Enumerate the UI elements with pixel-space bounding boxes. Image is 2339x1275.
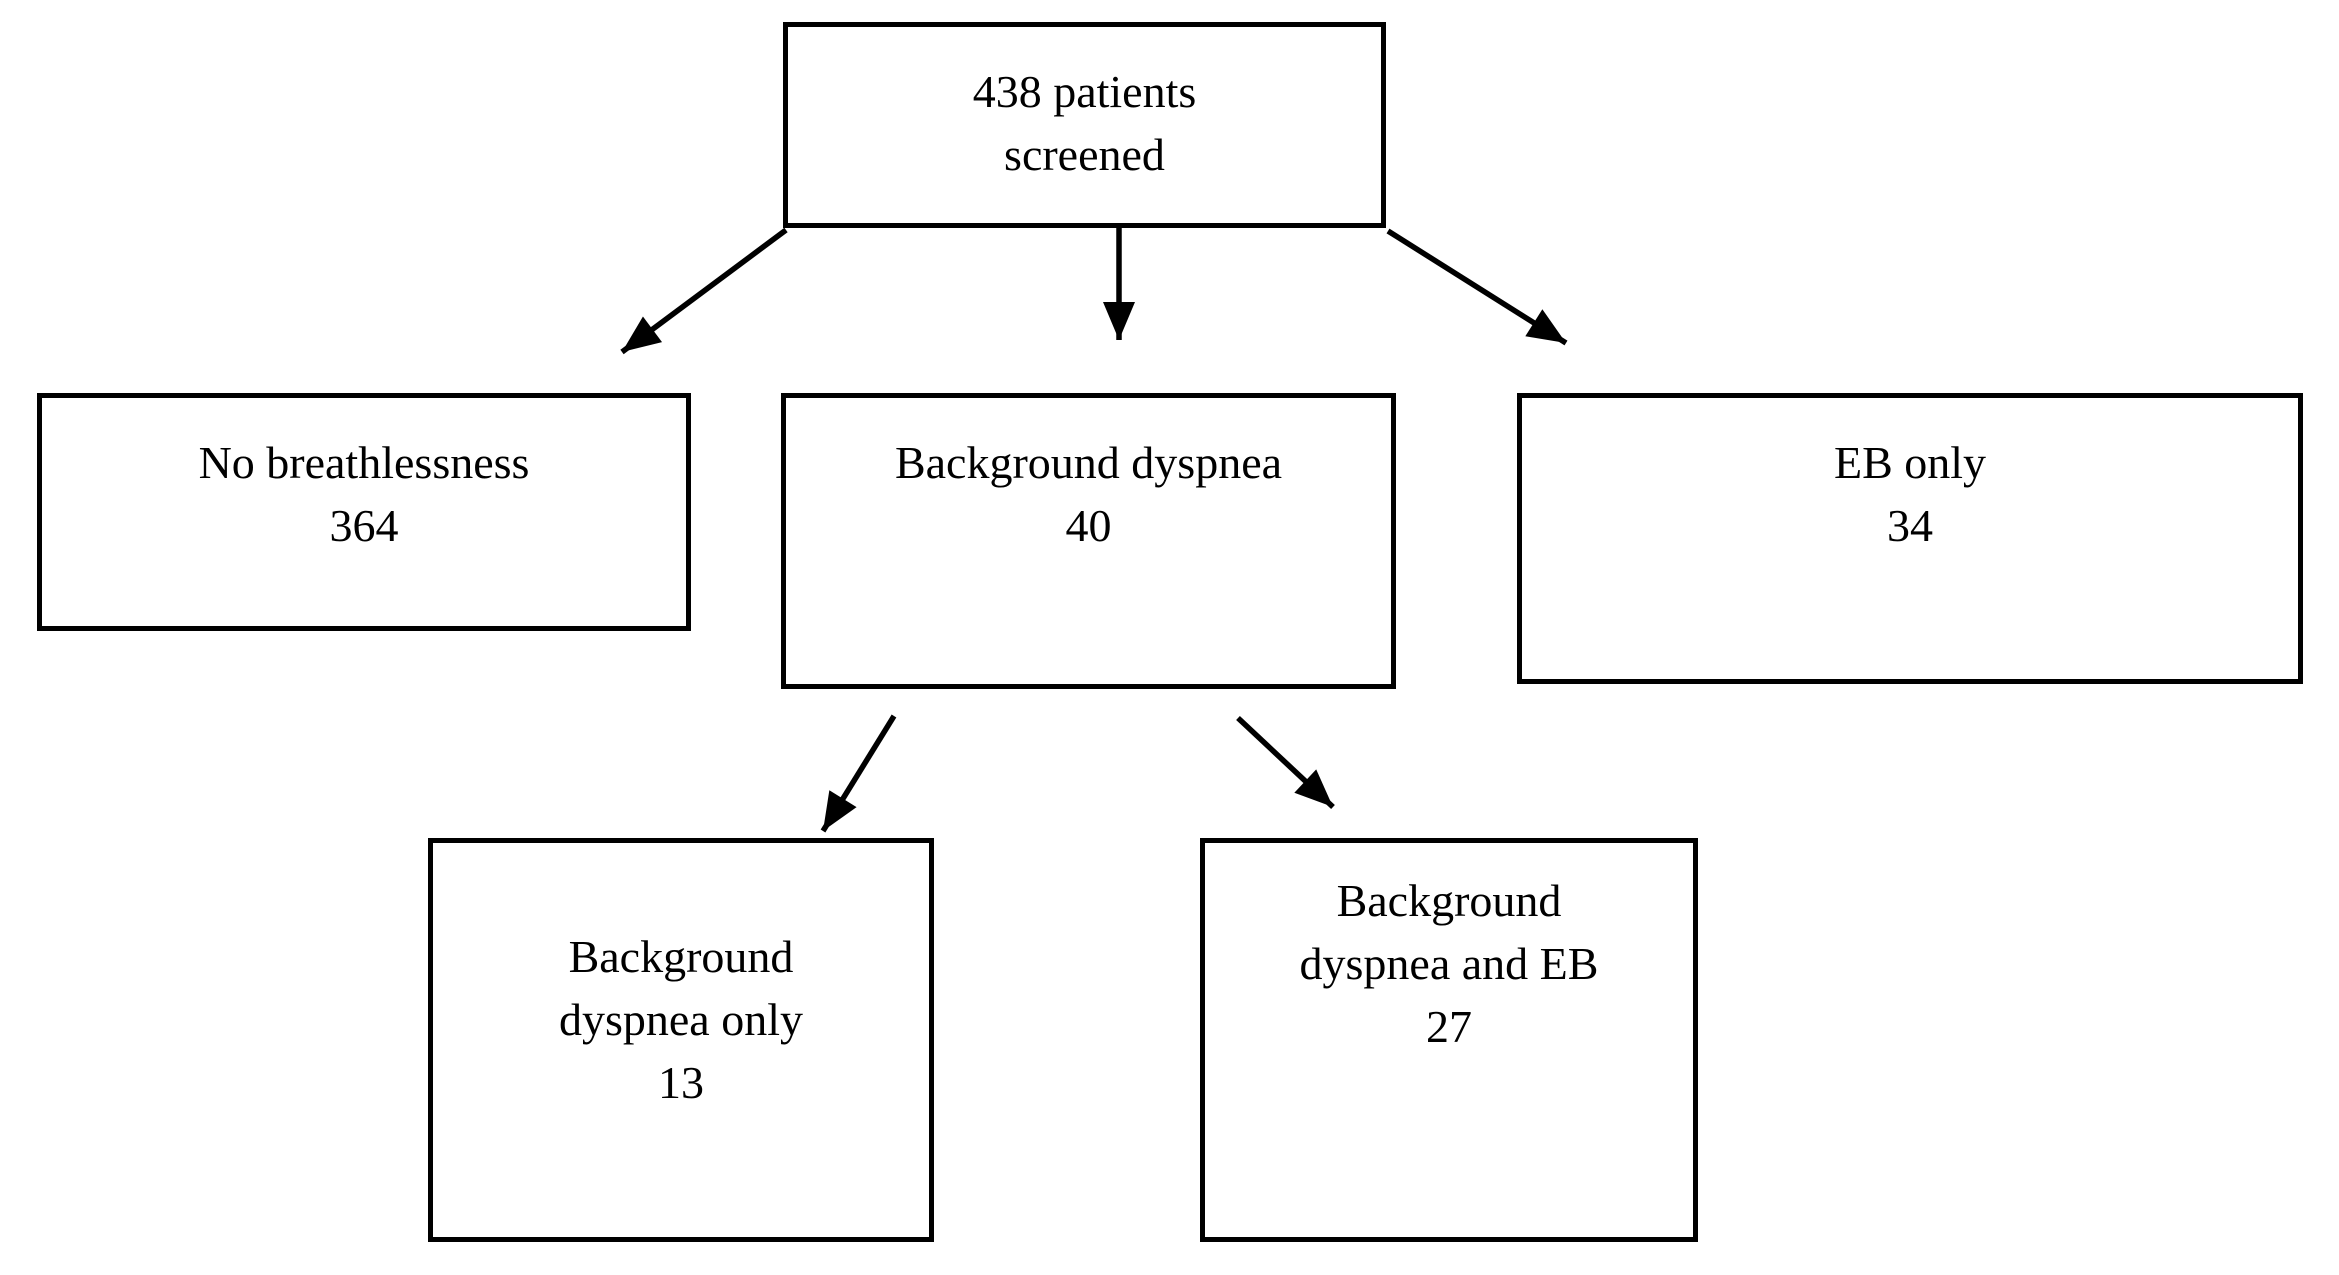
node-no-breathlessness-count: 364 [329,500,399,551]
node-background-dyspnea-and-eb-line-2: dyspnea and EB [1299,938,1599,989]
node-eb-only-label: EB only [1833,437,1987,488]
arrow-screened-to-no-breathlessness [620,227,788,355]
node-background-dyspnea-label: Background dyspnea [894,437,1283,488]
node-patients-screened-line-2: screened [1004,129,1165,180]
node-background-dyspnea-count: 40 [1065,500,1112,551]
arrow-background-dyspnea-to-background-dyspnea-only [820,714,897,833]
node-no-breathlessness: No breathlessness 364 [37,393,691,631]
node-background-dyspnea-only: Background dyspnea only 13 [428,838,934,1242]
arrow-screened-to-eb-only [1386,228,1568,346]
node-background-dyspnea-only-count: 13 [658,1056,704,1108]
node-background-dyspnea-only-line-1: Background [568,930,794,982]
node-eb-only-count: 34 [1887,500,1933,551]
node-background-dyspnea-and-eb: Background dyspnea and EB 27 [1200,838,1698,1242]
node-background-dyspnea: Background dyspnea 40 [781,393,1396,689]
arrow-background-dyspnea-to-background-dyspnea-and-eb [1236,715,1335,810]
node-background-dyspnea-only-line-2: dyspnea only [558,993,803,1045]
node-patients-screened-line-1: 438 patients [972,66,1197,117]
node-patients-screened: 438 patients screened [783,22,1386,228]
node-no-breathlessness-label: No breathlessness [198,437,530,488]
node-background-dyspnea-and-eb-line-1: Background [1336,875,1562,926]
node-background-dyspnea-and-eb-count: 27 [1426,1001,1472,1052]
node-eb-only: EB only 34 [1517,393,2303,684]
